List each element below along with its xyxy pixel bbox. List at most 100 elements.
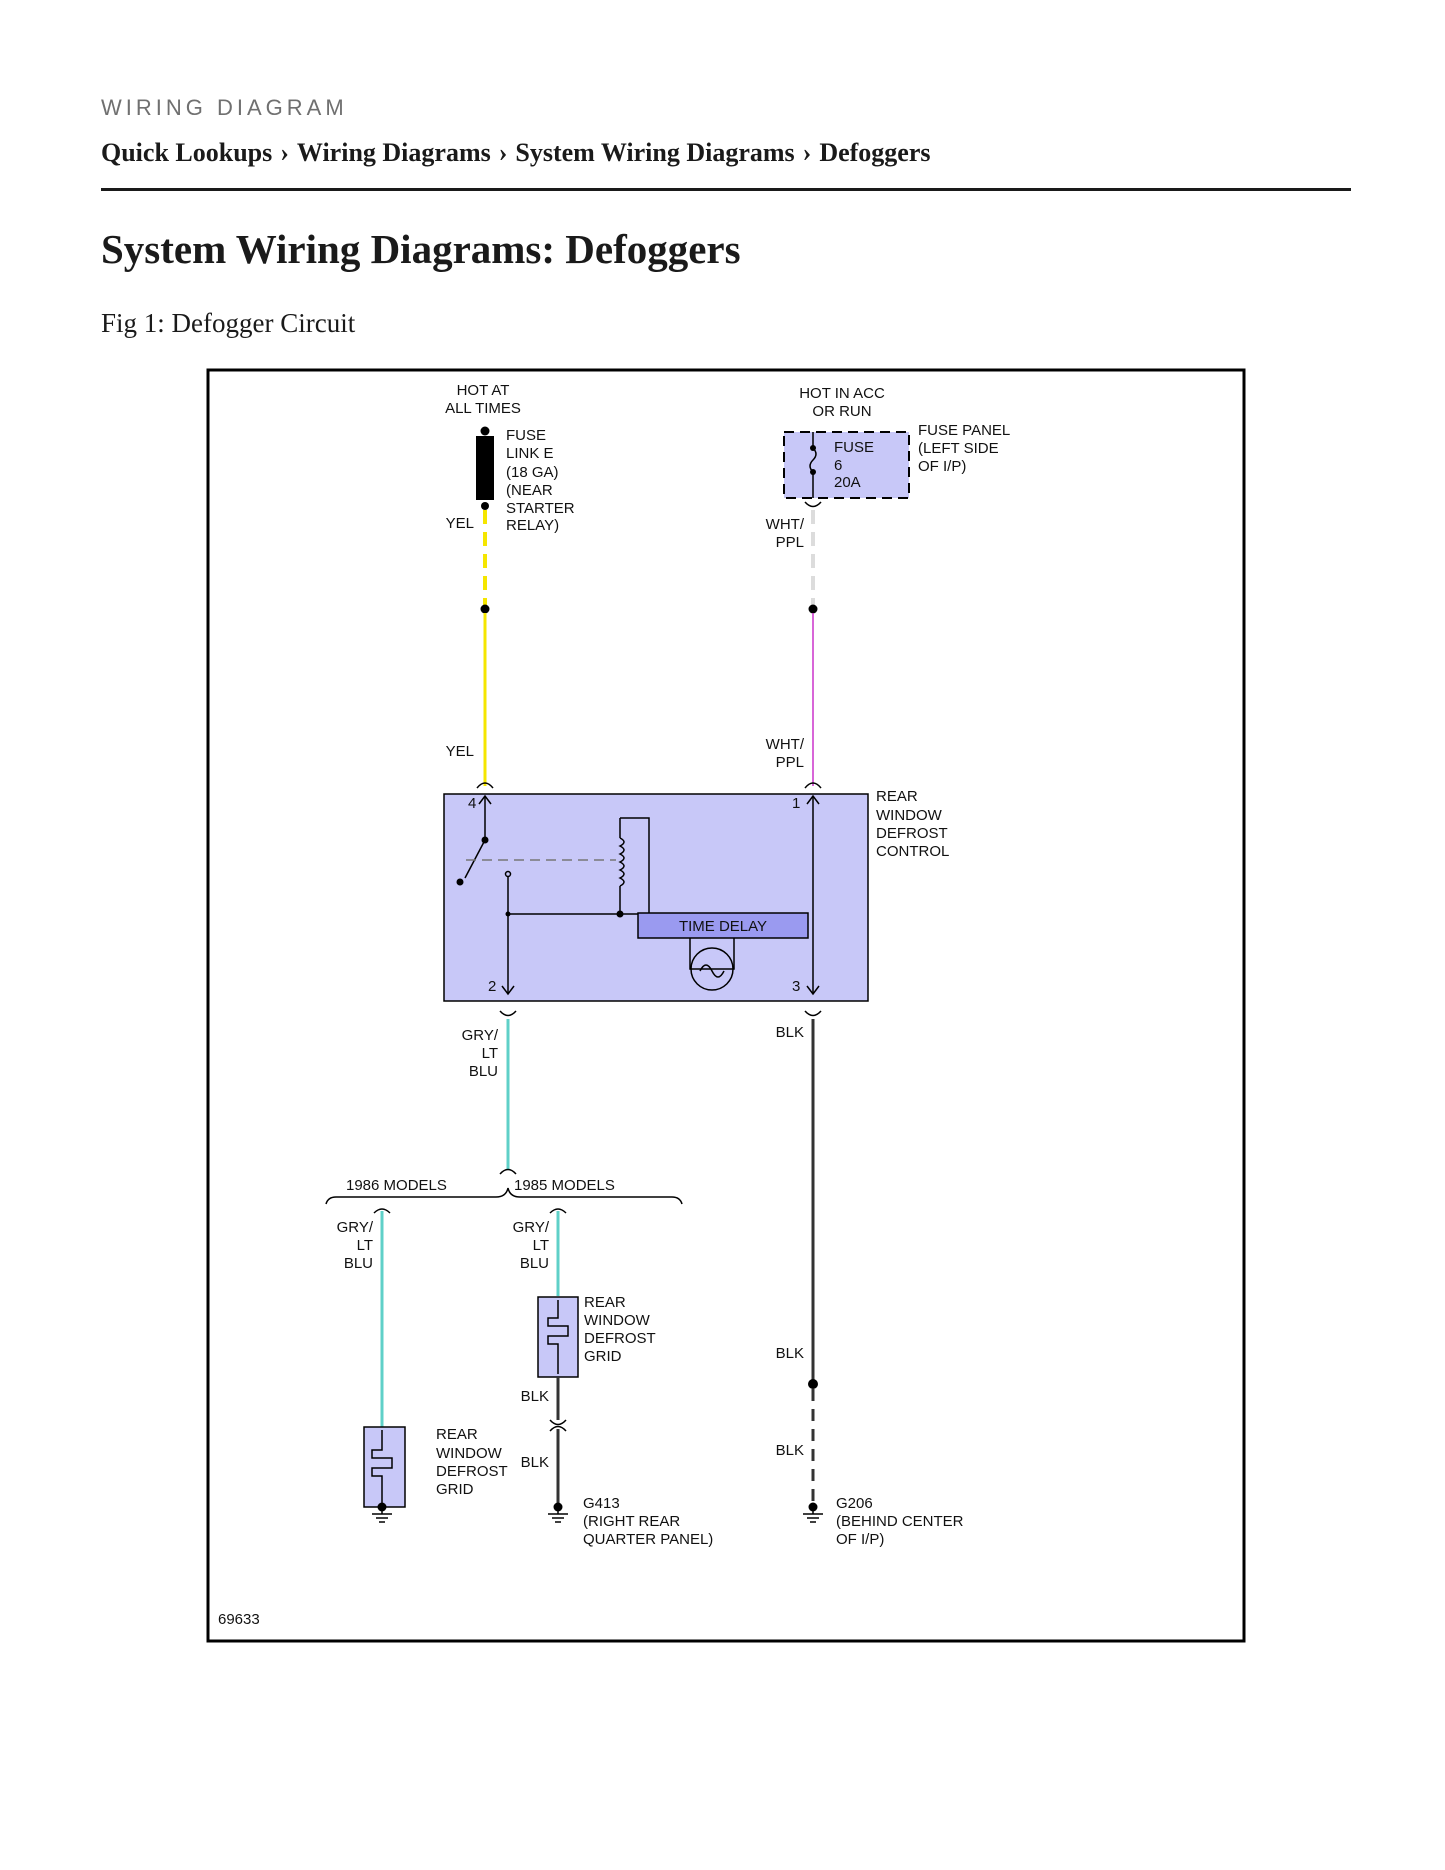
breadcrumb-system-wiring-diagrams[interactable]: System Wiring Diagrams [515, 138, 795, 167]
control-label: REAR WINDOW DEFROST CONTROL [876, 788, 949, 860]
wire-label-blk: BLK [776, 1345, 804, 1362]
section-eyebrow: WIRING DIAGRAM [101, 95, 348, 120]
fuse-6-label: FUSE 6 20A [834, 439, 874, 491]
pin-3-arrow [806, 985, 820, 996]
svg-text:LINK E: LINK E [506, 445, 554, 462]
fuse-6-symbol [809, 447, 817, 473]
ground-icon [372, 1510, 392, 1523]
breadcrumb-wiring-diagrams[interactable]: Wiring Diagrams [296, 138, 491, 167]
model-split-connector [499, 1168, 517, 1175]
pin-2-label: 2 [488, 978, 496, 995]
rear-window-defrost-control [443, 793, 869, 1002]
fuse-link-node [481, 502, 489, 510]
splice-right [808, 604, 818, 614]
svg-text:GRY/: GRY/ [337, 1219, 374, 1236]
svg-text:BLU: BLU [344, 1255, 373, 1272]
breadcrumb-quick-lookups[interactable]: Quick Lookups [101, 138, 273, 167]
breadcrumb-defoggers[interactable]: Defoggers [819, 138, 931, 167]
hot-at-all-times-label-line1: HOT AT [457, 382, 510, 399]
svg-text:(LEFT SIDE: (LEFT SIDE [918, 440, 999, 457]
svg-text:LT: LT [482, 1045, 498, 1062]
time-delay-module [637, 912, 809, 939]
breadcrumb: Quick Lookups›Wiring Diagrams›System Wir… [101, 138, 1351, 168]
svg-text:STARTER: STARTER [506, 500, 575, 517]
svg-text:GRID: GRID [436, 1481, 474, 1498]
svg-text:(BEHIND CENTER: (BEHIND CENTER [836, 1513, 964, 1530]
g206-node [808, 1502, 818, 1512]
wire-label-blk: BLK [776, 1442, 804, 1459]
svg-text:WHT/: WHT/ [766, 736, 805, 753]
svg-text:(RIGHT REAR: (RIGHT REAR [583, 1513, 680, 1530]
hot-in-acc-label-line2: OR RUN [812, 403, 871, 420]
svg-text:LT: LT [357, 1237, 373, 1254]
connector-1985 [549, 1208, 567, 1214]
fuse-panel-label: FUSE PANEL (LEFT SIDE OF I/P) [918, 422, 1010, 475]
connector-grid-1985-mate [549, 1425, 567, 1432]
wiring-diagram: HOT AT ALL TIMES FUSE LINK E (18 GA) (NE… [206, 368, 1246, 1643]
svg-text:FUSE: FUSE [506, 427, 546, 444]
defrost-grid-1986 [363, 1426, 406, 1508]
svg-text:REAR: REAR [876, 788, 918, 805]
fuse-panel-connector [804, 501, 822, 508]
models-brace [325, 1187, 683, 1205]
svg-text:CONTROL: CONTROL [876, 843, 949, 860]
header-divider [101, 188, 1351, 191]
svg-text:PPL: PPL [776, 534, 804, 551]
grid-1986-label: REAR WINDOW DEFROST GRID [436, 1426, 508, 1498]
connector-3 [804, 1010, 822, 1017]
relay-switch-arm [464, 839, 486, 879]
fuse-panel-box [783, 431, 910, 499]
g413-label: G413 (RIGHT REAR QUARTER PANEL) [583, 1495, 713, 1548]
svg-text:GRY/: GRY/ [462, 1027, 499, 1044]
grid-1985-label: REAR WINDOW DEFROST GRID [584, 1294, 656, 1365]
splice-left [480, 604, 490, 614]
relay-contact-moving [456, 878, 464, 886]
connector-4 [476, 782, 494, 789]
models-1985-label: 1985 MODELS [514, 1177, 615, 1194]
svg-text:WHT/: WHT/ [766, 516, 805, 533]
svg-text:FUSE PANEL: FUSE PANEL [918, 422, 1010, 439]
svg-text:DEFROST: DEFROST [876, 825, 948, 842]
figure-number: 69633 [218, 1611, 260, 1628]
relay-coil-icon [618, 837, 625, 887]
breadcrumb-separator: › [280, 138, 289, 167]
wire-label-wht-ppl: WHT/ PPL [766, 736, 805, 771]
svg-text:20A: 20A [834, 474, 861, 491]
grid-element-icon [371, 1430, 393, 1504]
wire-label-gry-lt-blu: GRY/ LT BLU [513, 1219, 550, 1272]
svg-text:BLU: BLU [469, 1063, 498, 1080]
svg-text:BLU: BLU [520, 1255, 549, 1272]
svg-text:G413: G413 [583, 1495, 620, 1512]
svg-text:GRID: GRID [584, 1348, 622, 1365]
svg-text:OF I/P): OF I/P) [918, 458, 966, 475]
wire-label-blk: BLK [521, 1454, 549, 1471]
svg-text:WINDOW: WINDOW [876, 807, 943, 824]
svg-text:OF I/P): OF I/P) [836, 1531, 884, 1548]
battery-node [480, 426, 490, 436]
fuse-link-e [476, 436, 494, 500]
pin-3-label: 3 [792, 978, 800, 995]
svg-text:(18 GA): (18 GA) [506, 464, 559, 481]
breadcrumb-separator: › [802, 138, 812, 167]
wire-label-yel: YEL [446, 743, 474, 760]
ground-icon [548, 1510, 568, 1523]
wire-label-gry-lt-blu: GRY/ LT BLU [462, 1027, 499, 1080]
connector-1 [804, 782, 822, 789]
page-title: System Wiring Diagrams: Defoggers [101, 226, 741, 272]
grid-element-icon [547, 1300, 569, 1374]
relay-contact-open [504, 870, 512, 878]
connector-1986 [373, 1208, 391, 1214]
fuse-link-label: FUSE LINK E (18 GA) (NEAR STARTER RELAY) [506, 427, 575, 534]
hot-in-acc-label-line1: HOT IN ACC [799, 385, 885, 402]
svg-text:GRY/: GRY/ [513, 1219, 550, 1236]
wire-label-blk: BLK [776, 1024, 804, 1041]
wire-label-wht-ppl: WHT/ PPL [766, 516, 805, 551]
pin-4-label: 4 [468, 795, 476, 812]
svg-text:QUARTER PANEL): QUARTER PANEL) [583, 1531, 713, 1548]
g413-node [553, 1502, 563, 1512]
svg-text:WINDOW: WINDOW [584, 1312, 651, 1329]
connector-2 [499, 1010, 517, 1017]
svg-text:G206: G206 [836, 1495, 873, 1512]
svg-text:LT: LT [533, 1237, 549, 1254]
